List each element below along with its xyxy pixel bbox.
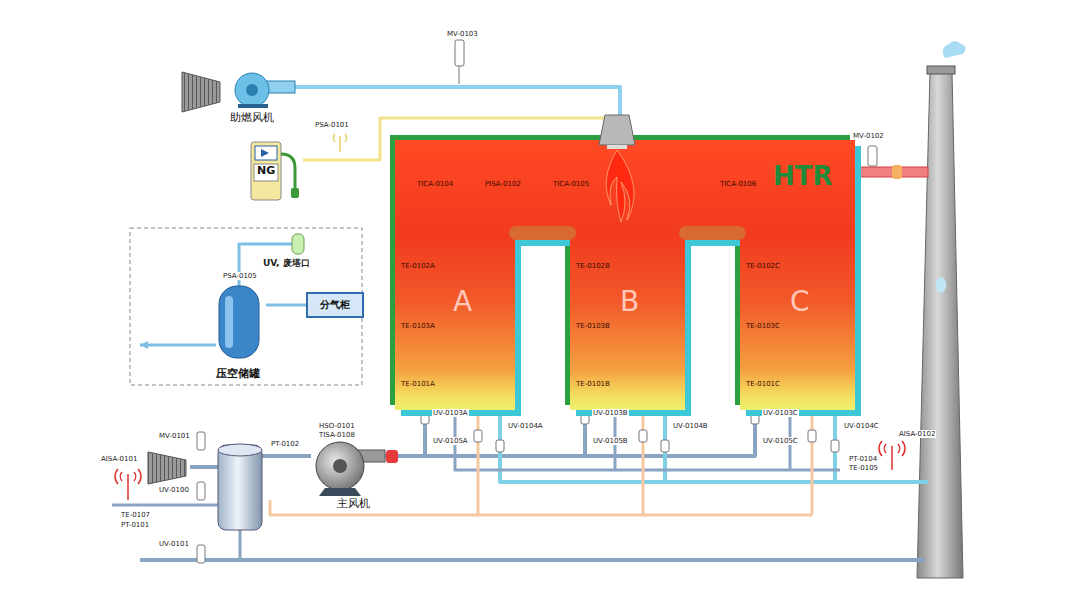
tag-label: MV-0102 [852, 132, 885, 140]
valve [455, 40, 464, 66]
tag-label: PSA-0105 [222, 272, 258, 280]
tag-label: TE-0105 [848, 464, 879, 472]
node-text: 助燃风机 [230, 112, 274, 125]
pipe-connector [266, 305, 306, 306]
valves [197, 412, 839, 563]
tag-label: UV-0104A [507, 422, 544, 430]
node-text: TICA-0106 [720, 180, 756, 188]
node-text: PISA-0102 [485, 180, 521, 188]
air-receiver: 压空储罐 [216, 286, 266, 386]
tag-label: UV-0101 [158, 540, 190, 548]
node-text: TE-0101C [746, 380, 780, 388]
node-text: TE-0103A [401, 322, 435, 330]
node-text: TE-0101A [401, 380, 435, 388]
chimney [917, 41, 966, 578]
node-text: C [790, 286, 810, 318]
regenerator-chamber: B TE-0102B TE-0103B TE-0101B [570, 240, 685, 410]
tag-label: UV-0104B [672, 422, 709, 430]
tag-label: UV-0105C [762, 437, 799, 445]
node-text: TE-0102A [401, 262, 435, 270]
tag-label: UV-0100 [158, 486, 190, 494]
regenerator-chamber: C TE-0102C TE-0103C TE-0101C [740, 240, 855, 410]
tag-label: PT-0104 [848, 455, 878, 463]
node-text: TE-0101B [576, 380, 610, 388]
node-text: 压空储罐 [216, 368, 260, 381]
pipe-connector [295, 87, 620, 140]
flow-arrow [140, 341, 148, 349]
node-text: TE-0102B [576, 262, 610, 270]
tag-label: PSA-0101 [314, 121, 350, 129]
gas-distributor: 分气柜 [306, 292, 364, 318]
air-line [140, 344, 216, 347]
node-text: TE-0102C [746, 262, 780, 270]
sensor-antenna [879, 441, 905, 470]
node-text: 主风机 [337, 498, 370, 511]
tag-label: UV-0105B [592, 437, 629, 445]
pipe-line [266, 304, 306, 307]
pipe-line [385, 410, 585, 456]
tag-label: UV-0103A [432, 409, 469, 417]
node-text: TE-0103B [576, 322, 610, 330]
regenerator-chamber: A TE-0102A TE-0103A TE-0101A [395, 240, 515, 410]
node-text: HTR [773, 162, 833, 192]
flange [386, 450, 398, 463]
node-text: TICA-0105 [553, 180, 589, 188]
pipe-connector [385, 410, 755, 456]
tag-label: AISA-0101 [100, 455, 138, 463]
pipe-line [295, 87, 620, 140]
pipe-line [385, 410, 425, 456]
valve-stem [459, 66, 460, 84]
node-text: TICA-0104 [417, 180, 453, 188]
tag-label: UV-0105A [432, 437, 469, 445]
tag-label: PT-0102 [270, 440, 300, 448]
valve [868, 146, 877, 166]
sensor-antenna [333, 134, 346, 152]
tag-label: TE-0107 [120, 511, 151, 519]
pipe-connector [385, 410, 425, 456]
air-filter [148, 452, 186, 484]
tag-label: HSO-0101 [318, 422, 356, 430]
node-text: NG [257, 165, 275, 178]
tag-label: UV-0103B [592, 409, 629, 417]
node-text: 分气柜 [308, 299, 362, 311]
tag-label: AISA-0102 [898, 430, 936, 438]
tag-label: MV-0103 [446, 30, 479, 38]
process-pipes [112, 410, 928, 560]
buffer-tank [218, 444, 262, 530]
region-border [130, 228, 362, 385]
uv-device [292, 234, 304, 254]
tag-label: UV-0104C [843, 422, 880, 430]
rto-furnace: TICA-0104 PISA-0102 TICA-0105 TICA-0106 HTR A… [395, 140, 855, 410]
tag-label: TISA-0108 [318, 431, 356, 439]
flange [892, 165, 902, 179]
node-text: TE-0103C [746, 322, 780, 330]
node-text: B [620, 286, 639, 318]
tag-label: PT-0101 [120, 521, 150, 529]
combustion-fan: 助燃风机 [180, 66, 295, 130]
pipe-connector [385, 410, 585, 456]
gas-pump: NG [245, 138, 303, 204]
sensor-antenna [115, 469, 141, 500]
tag-label: MV-0101 [158, 432, 191, 440]
node-text: A [453, 286, 472, 318]
pipe-line [385, 410, 755, 456]
tag-label: UV, 废塔口 [262, 258, 311, 268]
main-fan: 主风机 [305, 436, 385, 518]
tag-label: UV-0103C [762, 409, 799, 417]
